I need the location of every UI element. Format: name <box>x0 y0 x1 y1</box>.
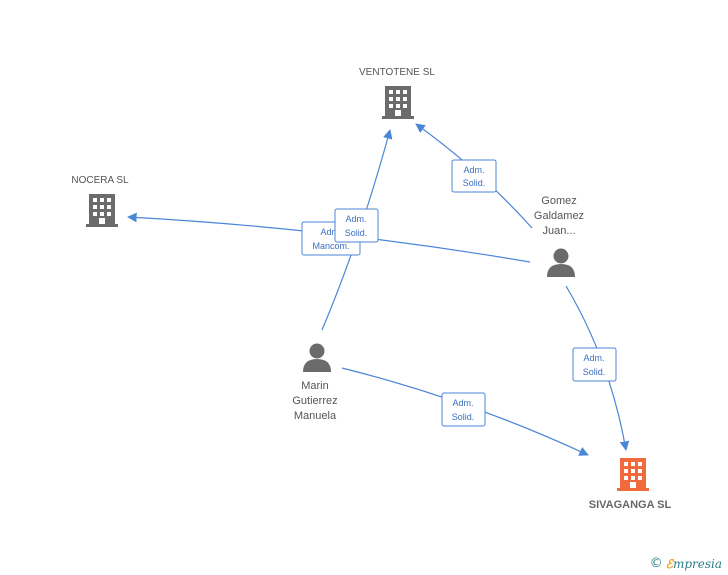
building-icon <box>86 194 118 227</box>
node-label-line: Manuela <box>294 410 337 422</box>
building-icon <box>617 458 649 491</box>
node-sivaganga[interactable]: SIVAGANGA SL <box>589 458 672 511</box>
node-label-line: Marin <box>301 380 329 392</box>
edge-label-line: Adm. <box>320 227 341 237</box>
edge-label-line: Adm. <box>583 353 604 363</box>
edge-label-line: Solid. <box>452 412 475 422</box>
node-label: VENTOTENE SL <box>359 67 435 78</box>
building-icon <box>382 86 414 119</box>
node-label-line: Juan... <box>542 225 575 237</box>
edge-label-line: Solid. <box>345 228 368 238</box>
node-label: NOCERA SL <box>71 175 129 186</box>
brand-initial: ℰ <box>665 556 673 571</box>
brand-name: mpresia <box>672 556 722 571</box>
edge-label-gomez-ventotene[interactable]: Adm. Solid. <box>451 159 497 193</box>
person-icon <box>547 248 575 277</box>
edge-label-line: Solid. <box>583 367 606 377</box>
node-gomez[interactable]: Gomez Galdamez Juan... <box>534 195 584 277</box>
edge-label-line: Solid. <box>463 178 486 188</box>
edge-label-line: Adm. <box>463 165 484 175</box>
node-label: SIVAGANGA SL <box>589 499 672 511</box>
edge-label-gomez-sivaganga[interactable]: Adm. Solid. <box>572 347 617 382</box>
brand-logo: ℰmpresia <box>666 557 722 571</box>
edge-label-marin-sivaganga[interactable]: Adm. Solid. <box>441 392 486 427</box>
edge-label-line: Adm. <box>345 214 366 224</box>
node-label-line: Gutierrez <box>292 395 337 407</box>
node-label-line: Galdamez <box>534 210 584 222</box>
node-label-line: Gomez <box>541 195 576 207</box>
edge-label-line: Mancom. <box>312 241 349 251</box>
node-marin[interactable]: Marin Gutierrez Manuela <box>292 343 338 423</box>
node-ventotene[interactable]: VENTOTENE SL <box>359 67 435 119</box>
copyright-symbol: © <box>649 556 663 571</box>
footer-watermark: © ℰmpresia <box>650 556 722 571</box>
edge-label-line: Adm. <box>452 398 473 408</box>
edge-label-marin-ventotene[interactable]: Adm. Solid. <box>334 208 379 243</box>
person-icon <box>303 343 331 372</box>
node-nocera[interactable]: NOCERA SL <box>71 175 129 227</box>
